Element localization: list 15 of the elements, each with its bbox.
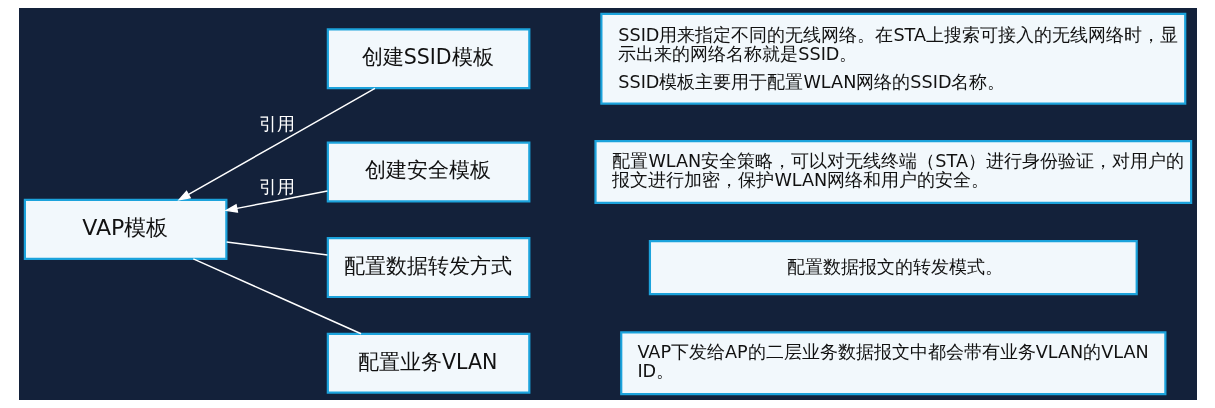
node-box: 配置数据报文的转发模式。	[648, 240, 1138, 296]
connector	[192, 258, 362, 335]
node-box: 配置数据转发方式	[326, 237, 530, 299]
node-box: 创建安全模板	[326, 141, 530, 203]
node-box: 配置业务VLAN	[326, 332, 530, 394]
node-box: VAP下发给AP的二层业务数据报文中都会带有业务VLAN的VLAN ID。	[619, 331, 1166, 396]
arrow	[223, 190, 328, 213]
node-box: 配置WLAN安全策略，可以对无线终端（STA）进行身份验证，对用户的报文进行加密，保护WLAN网络和用户的安全。	[593, 140, 1192, 204]
edge-label: 引用	[258, 114, 295, 135]
edge-label: 引用	[258, 177, 295, 198]
connector	[225, 241, 328, 256]
arrow	[176, 87, 376, 201]
node-box: VAP模板	[23, 198, 227, 260]
node-box: SSID用来指定不同的无线网络。在STA上搜索可接入的无线网络时，显示出来的网络名称就是SSID。 SSID模板主要用于配置WLAN网络的SSID名称。	[599, 12, 1186, 105]
node-box: 创建SSID模板	[326, 28, 530, 90]
